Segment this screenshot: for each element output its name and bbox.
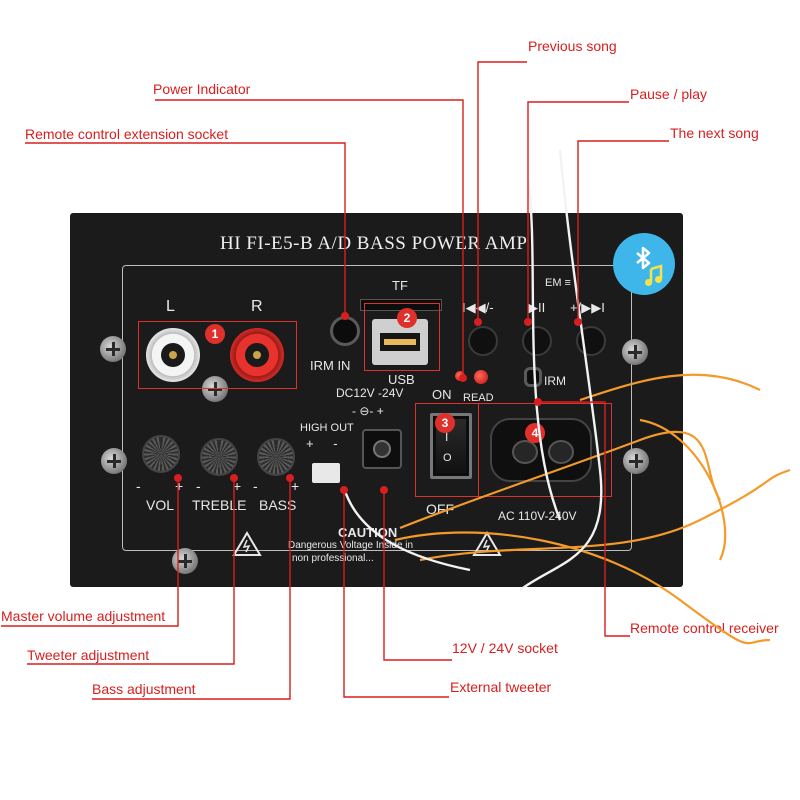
callout-dc-socket: 12V / 24V socket — [452, 640, 558, 656]
volume-knob[interactable] — [142, 435, 180, 473]
screw — [622, 339, 648, 365]
previous-song-button[interactable] — [468, 326, 498, 356]
panel-border — [122, 265, 632, 551]
treble-knob[interactable] — [200, 438, 238, 476]
screw — [100, 336, 126, 362]
dc-power-socket[interactable] — [362, 429, 402, 469]
read-indicator-led — [474, 370, 488, 384]
irm-in-label: IRM IN — [310, 358, 351, 373]
callout-previous-song: Previous song — [528, 38, 617, 54]
bass-label: BASS — [259, 497, 297, 513]
callout-pause-play: Pause / play — [630, 86, 708, 102]
bass-minus: - — [253, 478, 258, 494]
rca-right-input[interactable] — [230, 328, 284, 382]
warning-triangle-icon — [232, 531, 262, 556]
switch-off-mark: O — [443, 452, 452, 464]
callout-master-volume: Master volume adjustment — [1, 608, 166, 624]
high-out-label: HIGH OUT — [300, 422, 354, 434]
left-channel-label: L — [166, 298, 175, 315]
callout-power-indicator: Power Indicator — [153, 81, 251, 97]
highlight-box-2 — [364, 303, 440, 371]
vol-plus: + — [175, 478, 184, 494]
remote-receiver-sensor — [524, 367, 542, 387]
em-label: EM ≡ — [545, 277, 571, 289]
switch-on-mark: I — [445, 430, 449, 444]
highlight-box-1 — [138, 321, 297, 389]
dc-voltage-label: DC12V -24V — [336, 386, 404, 400]
callout-bass-adjust: Bass adjustment — [92, 681, 196, 697]
callout-remote-ext-socket: Remote control extension socket — [25, 126, 229, 142]
white-wires — [342, 149, 603, 591]
on-label: ON — [432, 387, 452, 402]
usb-label: USB — [388, 372, 415, 387]
bass-plus: + — [291, 478, 300, 494]
screw — [202, 376, 228, 402]
badge-3: 3 — [435, 413, 455, 433]
pause-play-button[interactable] — [522, 326, 552, 356]
treble-minus: - — [196, 478, 201, 494]
callout-tweeter-adjust: Tweeter adjustment — [27, 647, 150, 663]
tweeter-output-connector[interactable] — [312, 463, 340, 483]
vol-label: VOL — [146, 497, 175, 513]
screw — [623, 448, 649, 474]
vol-minus: - — [136, 478, 141, 494]
callout-external-tweeter: External tweeter — [450, 679, 552, 695]
off-label: OFF — [426, 501, 454, 517]
dc-polarity-label: - ⊖- + — [352, 404, 384, 418]
music-note-icon — [645, 264, 663, 286]
panel-title: HI FI-E5-B A/D BASS POWER AMP — [220, 233, 528, 254]
callout-remote-receiver: Remote control receiver — [630, 620, 779, 636]
orange-wires — [394, 373, 791, 645]
caution-line-1: Dangerous Voltage Inside in — [288, 540, 414, 551]
screw — [172, 548, 198, 574]
bluetooth-icon — [613, 233, 675, 295]
rca-left-input[interactable] — [146, 328, 200, 382]
badge-1: 1 — [205, 324, 225, 344]
high-out-polarity: + - — [306, 436, 346, 451]
caution-heading: CAUTION — [338, 525, 398, 540]
badge-2: 2 — [397, 308, 417, 328]
warning-triangle-icon — [472, 531, 502, 556]
bass-knob[interactable] — [257, 438, 295, 476]
amplifier-panel: HI FI-E5-B A/D BASS POWER AMP L R 1 IRM … — [70, 213, 683, 587]
read-label: READ — [463, 392, 494, 404]
treble-plus: + — [233, 478, 242, 494]
caution-line-2: non professional... — [292, 553, 374, 564]
usb-port[interactable] — [372, 319, 428, 365]
irm-label: IRM — [544, 374, 566, 388]
tf-label: TF — [392, 278, 408, 293]
right-channel-label: R — [251, 298, 263, 315]
callout-next-song: The next song — [670, 125, 759, 141]
screw — [101, 448, 127, 474]
treble-label: TREBLE — [192, 497, 247, 513]
